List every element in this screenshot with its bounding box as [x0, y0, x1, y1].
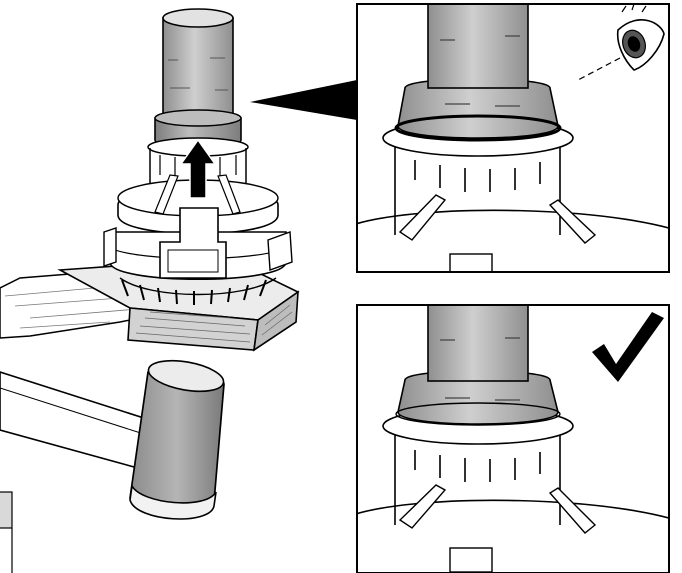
- coupling: [103, 137, 293, 305]
- detail-view-inspect: [356, 3, 670, 273]
- frame-fragment: [0, 491, 13, 573]
- pipe: [154, 8, 242, 149]
- checkmark-icon: [592, 312, 664, 382]
- callout-pointer: [250, 80, 357, 120]
- rubber-mallet: [0, 359, 225, 520]
- lift-arrow: [179, 138, 217, 199]
- detail-view-correct: [356, 304, 670, 573]
- eye-icon: [616, 4, 665, 71]
- main-scene: [0, 8, 357, 573]
